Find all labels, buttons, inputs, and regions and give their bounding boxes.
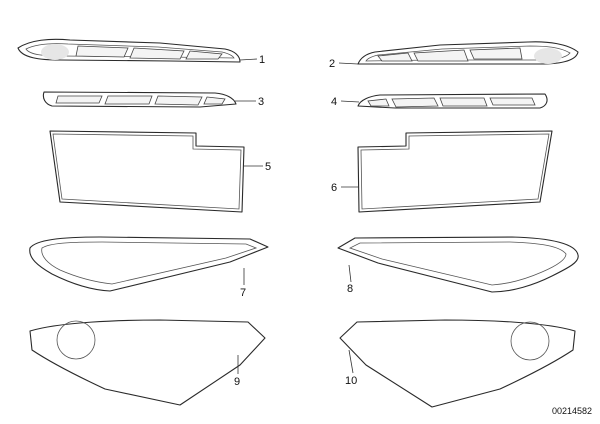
part-7-left-lower-cover [29, 236, 269, 292]
part-8-right-lower-cover [337, 236, 579, 293]
callout-labels: 1 2 3 4 5 6 7 8 9 10 [234, 54, 357, 388]
callout-7: 7 [240, 287, 246, 299]
part-5-left-seal-panel [49, 130, 245, 213]
part-4-right-mid-trim [357, 93, 548, 109]
callout-5: 5 [265, 161, 271, 173]
callout-8: 8 [347, 283, 353, 295]
callout-9: 9 [234, 376, 240, 388]
part-6-right-seal-panel [357, 130, 553, 213]
document-number: 00214582 [552, 406, 592, 416]
part-10-right-bottom-panel [339, 319, 576, 408]
callout-6: 6 [331, 182, 337, 194]
part-1-left-upper-trim [17, 38, 241, 63]
part-9-left-bottom-panel [29, 319, 266, 406]
callout-3: 3 [258, 96, 264, 108]
leader-lines [235, 58, 360, 374]
callout-1: 1 [259, 54, 265, 66]
part-2-right-upper-trim [357, 41, 579, 65]
callout-10: 10 [345, 375, 357, 387]
leader-8 [348, 264, 352, 283]
callout-2: 2 [329, 58, 335, 70]
part-3-left-mid-trim [42, 91, 237, 108]
leader-1 [239, 58, 258, 61]
leader-2 [338, 62, 359, 65]
leader-10 [348, 349, 354, 374]
callout-4: 4 [331, 96, 337, 108]
leader-4 [340, 100, 360, 103]
